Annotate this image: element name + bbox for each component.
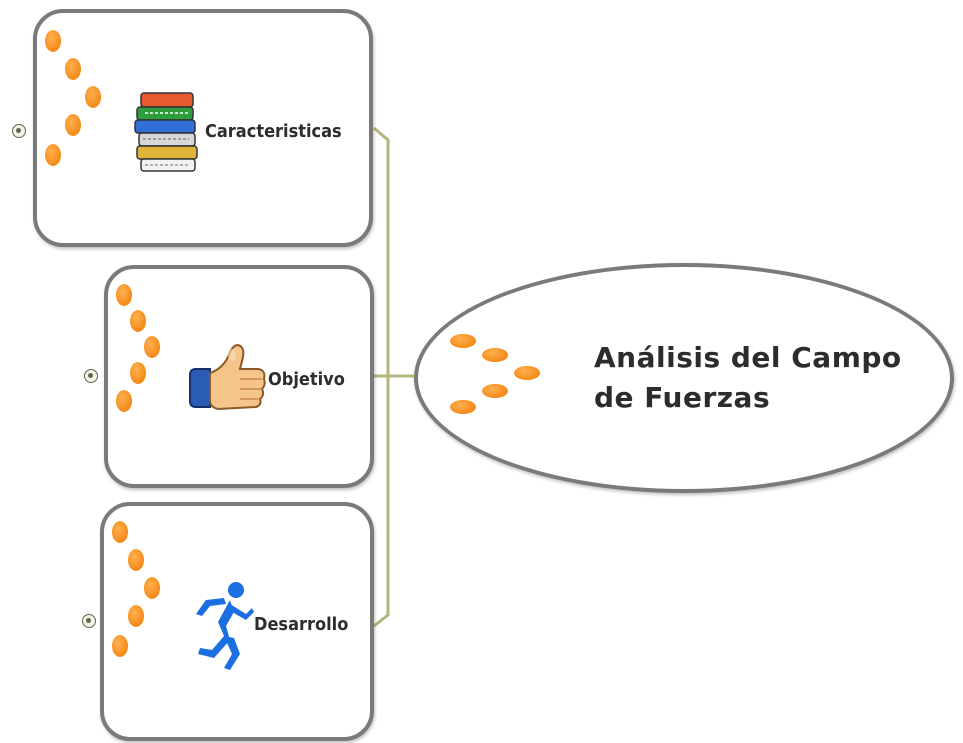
central-topic-ellipse[interactable] <box>414 263 954 493</box>
bullet-dot <box>65 114 81 136</box>
books-icon <box>134 92 198 172</box>
bullet-dot <box>450 334 476 348</box>
bullet-dot <box>112 521 128 543</box>
bullet-dot <box>514 366 540 380</box>
bullet-dot <box>85 86 101 108</box>
bullet-dot <box>116 390 132 412</box>
bullet-dot <box>144 336 160 358</box>
topic-label-caracteristicas: Caracteristicas <box>205 121 342 142</box>
bullet-dot <box>116 284 132 306</box>
central-title-line-2: de Fuerzas <box>594 381 771 414</box>
running-man-icon <box>196 582 254 670</box>
collapse-toggle-desarrollo[interactable] <box>82 614 96 628</box>
bullet-dot <box>45 30 61 52</box>
bullet-dot <box>128 605 144 627</box>
topic-label-objetivo: Objetivo <box>268 369 345 390</box>
bullet-dot <box>65 58 81 80</box>
bullet-dot <box>128 549 144 571</box>
bullet-dot <box>130 362 146 384</box>
topic-label-desarrollo: Desarrollo <box>254 614 349 635</box>
bullet-dot <box>45 144 61 166</box>
collapse-toggle-objetivo[interactable] <box>84 369 98 383</box>
collapse-toggle-caracteristicas[interactable] <box>12 124 26 138</box>
central-title-line-1: Análisis del Campo <box>594 341 902 374</box>
topic-box-caracteristicas[interactable]: Caracteristicas <box>33 9 373 247</box>
bullet-dot <box>144 577 160 599</box>
bullet-dot <box>112 635 128 657</box>
topic-box-objetivo[interactable]: Objetivo <box>104 265 374 488</box>
bullet-dot <box>482 384 508 398</box>
thumbs-up-icon <box>189 343 266 411</box>
central-topic-title: Análisis del Campo de Fuerzas <box>594 338 924 418</box>
topic-box-desarrollo[interactable]: Desarrollo <box>100 502 374 741</box>
bullet-dot <box>130 310 146 332</box>
bullet-dot <box>450 400 476 414</box>
bullet-dot <box>482 348 508 362</box>
